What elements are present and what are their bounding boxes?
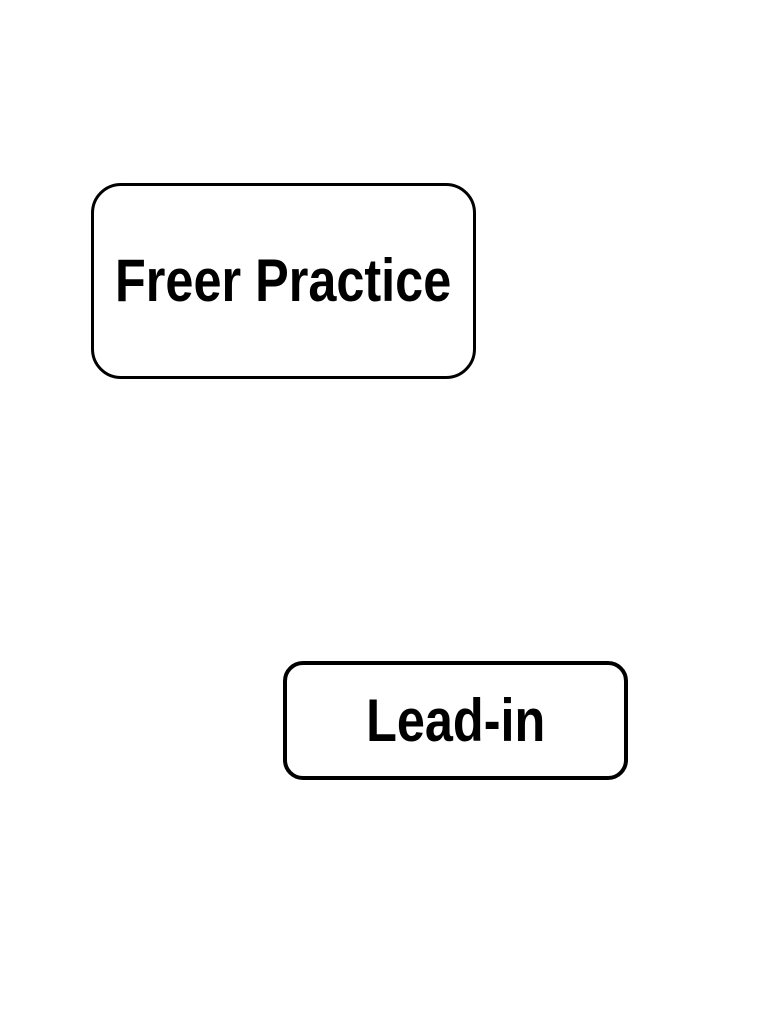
node-freer-practice-label: Freer Practice (115, 247, 452, 314)
node-lead-in-label: Lead-in (365, 686, 546, 754)
node-freer-practice[interactable]: Freer Practice (91, 183, 476, 379)
node-lead-in[interactable]: Lead-in (283, 661, 628, 780)
